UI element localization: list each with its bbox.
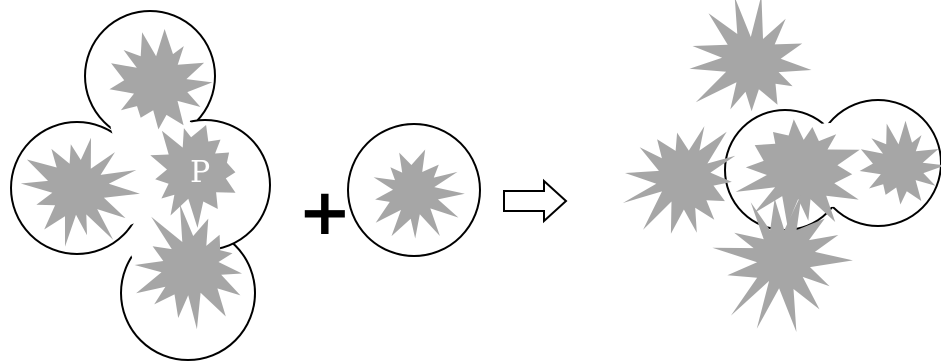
cell-cluster-left: P — [11, 11, 270, 360]
single-cell — [348, 124, 480, 256]
burst-result-top — [690, 0, 812, 111]
center-cell-label: P — [190, 155, 210, 190]
plus-icon: + — [298, 176, 352, 250]
result-cluster — [623, 0, 941, 332]
burst-result-left — [623, 126, 735, 234]
right-arrow-icon — [504, 181, 566, 221]
